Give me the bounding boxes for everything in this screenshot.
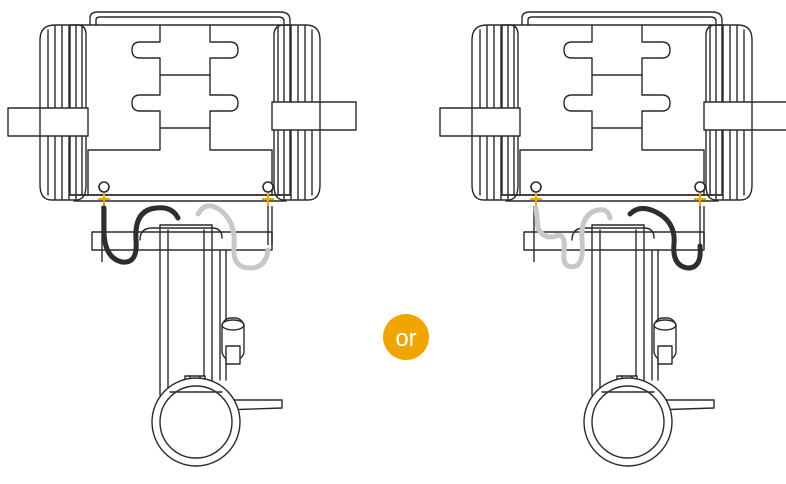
or-separator: or <box>383 314 429 360</box>
wiring-diagram-left <box>7 11 357 467</box>
terminal-right-a <box>530 181 542 206</box>
terminal-left-a <box>98 181 110 206</box>
terminal-right-b <box>694 181 706 206</box>
terminal-left-b <box>262 181 274 206</box>
or-badge <box>383 314 429 360</box>
light-cable-left <box>195 203 271 271</box>
dark-cable-right <box>627 206 703 271</box>
dark-cable-left <box>101 205 181 265</box>
or-label: or <box>395 325 416 352</box>
wiring-diagram-right <box>439 11 786 467</box>
light-cable-right <box>533 205 613 270</box>
